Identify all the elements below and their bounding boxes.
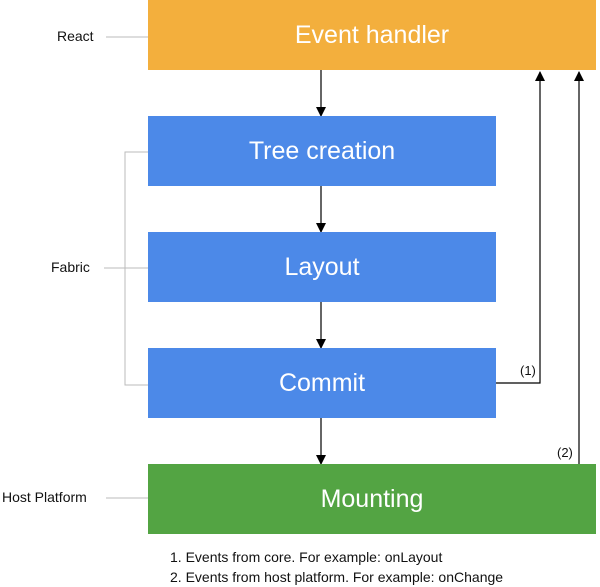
fabric-bracket	[124, 151, 148, 386]
footnote-host-events: 2. Events from host platform. For exampl…	[170, 569, 504, 585]
react-layer-label: React	[57, 28, 94, 44]
fabric-layer-label: Fabric	[51, 259, 90, 275]
mounting-box: Mounting	[148, 464, 596, 534]
layout-box: Layout	[148, 232, 496, 302]
edge-label-host-events: (2)	[557, 445, 573, 460]
tree-creation-box: Tree creation	[148, 116, 496, 186]
footnotes: 1. Events from core. For example: onLayo…	[170, 547, 503, 587]
arrow-commit-to-event	[496, 71, 545, 384]
footnote-core-events: 1. Events from core. For example: onLayo…	[170, 549, 443, 565]
edge-label-core-events: (1)	[520, 363, 536, 378]
host-platform-layer-label: Host Platform	[2, 489, 87, 505]
commit-box: Commit	[148, 348, 496, 418]
event-handler-box: Event handler	[148, 0, 596, 70]
